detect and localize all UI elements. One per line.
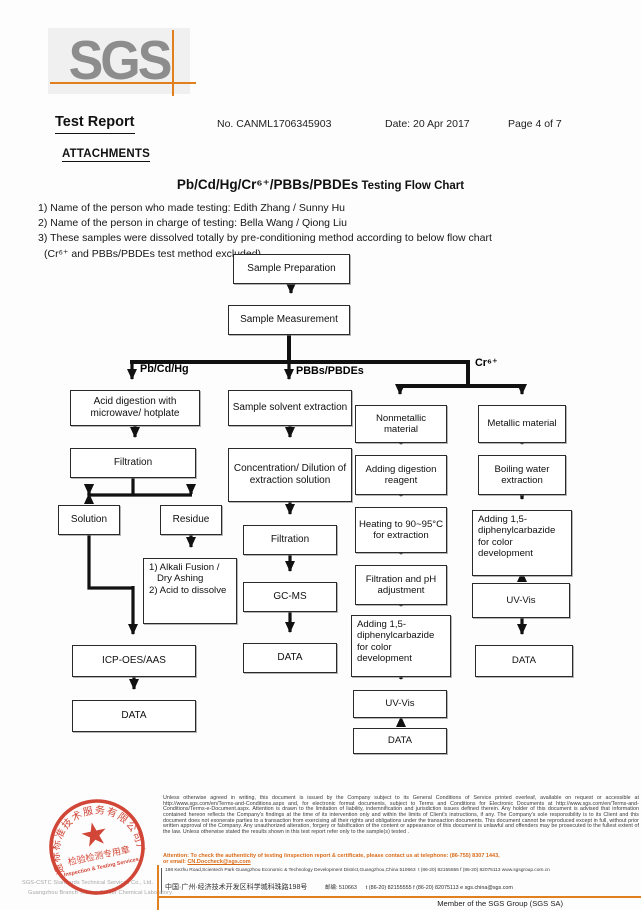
flow-node-concentration-dilution: Concentration/ Dilution of extraction so… — [228, 448, 352, 502]
address-en-text: 198 Kezhu Road,Scientech Park Guangzhou … — [165, 868, 416, 873]
flow-node-data-metallic: DATA — [475, 645, 573, 677]
stamp-ring — [49, 799, 145, 895]
attention-line-2: or email: CN.Doccheck@sgs.com — [163, 859, 639, 865]
address-chinese: 中国·广州·经济技术开发区科学城科珠路198号 邮编: 510663 t (86… — [165, 876, 639, 894]
footer-horizontal-rule — [157, 896, 641, 898]
address-cn-text: 中国·广州·经济技术开发区科学城科珠路198号 — [165, 883, 308, 891]
sgs-logo-text: SGS — [68, 30, 173, 92]
flow-node-sample-preparation: Sample Preparation — [233, 254, 350, 284]
footer-vertical-rule — [157, 865, 159, 910]
flow-node-filtration-2: Filtration — [243, 525, 337, 555]
flow-node-heating-extraction: Heating to 90~95°C for extraction — [355, 507, 447, 553]
footer-attention: Attention: To check the authenticity of … — [163, 853, 639, 865]
flow-node-carbazide-metallic: Adding 1,5-diphenylcarbazide for color d… — [472, 510, 572, 576]
flow-node-filtration-ph: Filtration and pH adjustment — [355, 565, 447, 605]
flow-node-solution: Solution — [58, 505, 120, 535]
flow-node-data-pbcdhg: DATA — [72, 700, 196, 732]
flow-node-metallic-material: Metallic material — [478, 405, 566, 443]
flow-node-residue: Residue — [160, 505, 222, 535]
alkali-step-2: 2) Acid to dissolve — [149, 584, 227, 596]
attention-email-prefix: or email: — [163, 859, 188, 865]
sgs-logo: SGS — [48, 28, 190, 94]
address-english: 198 Kezhu Road,Scientech Park Guangzhou … — [165, 868, 639, 873]
flow-node-data-nonmetallic: DATA — [353, 728, 447, 754]
attachments-heading: ATTACHMENTS — [62, 148, 151, 162]
flow-node-sample-measurement: Sample Measurement — [228, 305, 350, 335]
logo-crosshair-horizontal — [50, 82, 196, 84]
report-title: Test Report — [55, 114, 135, 134]
flow-node-boiling-water: Boiling water extraction — [478, 455, 566, 495]
flow-node-nonmetallic-material: Nonmetallic material — [355, 405, 447, 443]
attention-line-1: Attention: To check the authenticity of … — [163, 853, 500, 859]
member-line: Member of the SGS Group (SGS SA) — [437, 899, 563, 908]
inspection-stamp: 通标标准技术服务有限公司广州分公司 ★ 检验检测专用章 Inspection &… — [28, 777, 158, 908]
note-3-continued: (Cr⁶⁺ and PBBs/PBDEs test method exclude… — [44, 247, 264, 260]
report-date: Date: 20 Apr 2017 — [385, 118, 470, 130]
flow-node-digestion-reagent: Adding digestion reagent — [355, 455, 447, 495]
flow-node-uv-vis-metallic: UV-Vis — [472, 583, 570, 618]
notes-list: 1) Name of the person who made testing: … — [38, 201, 492, 262]
flow-node-solvent-extraction: Sample solvent extraction — [228, 390, 352, 426]
branch-label-pbbs-pbdes: PBBs/PBDEs — [296, 365, 364, 377]
flowchart-connectors — [84, 283, 527, 727]
note-2: 2) Name of the person in charge of testi… — [38, 217, 347, 230]
report-number: No. CANML1706345903 — [217, 118, 332, 130]
footer-address-block: 198 Kezhu Road,Scientech Park Guangzhou … — [161, 868, 639, 894]
flow-node-data-pbbs: DATA — [243, 643, 337, 673]
attention-email-link[interactable]: CN.Doccheck@sgs.com — [187, 859, 251, 865]
logo-crosshair-vertical — [172, 30, 174, 96]
note-3: 3) These samples were dissolved totally … — [38, 232, 492, 245]
address-en-contacts: t (86-20) 82155555 f (86-20) 82075113 ww… — [418, 868, 550, 873]
branch-label-pbcdhg: Pb/Cd/Hg — [140, 363, 189, 375]
company-name-line: SGS-CSTC Standards Technical Services Co… — [22, 880, 154, 886]
flow-node-gc-ms: GC-MS — [243, 582, 337, 612]
flow-node-acid-digestion: Acid digestion with microwave/ hotplate — [70, 390, 200, 426]
flow-node-filtration-1: Filtration — [70, 448, 196, 478]
flow-chart-title: Pb/Cd/Hg/Cr⁶⁺/PBBs/PBDEs Testing Flow Ch… — [0, 176, 641, 194]
flow-node-icp-oes-aas: ICP-OES/AAS — [72, 645, 196, 677]
footer-disclaimer: Unless otherwise agreed in writing, this… — [163, 795, 639, 835]
stamp-star-icon: ★ — [77, 814, 113, 855]
branch-label-cr6: Cr⁶⁺ — [475, 357, 498, 369]
note-1: 1) Name of the person who made testing: … — [38, 202, 346, 214]
flow-chart-title-main: Pb/Cd/Hg/Cr⁶⁺/PBBs/PBDEs — [176, 177, 359, 192]
flow-node-alkali-fusion: 1) Alkali Fusion / Dry Ashing 2) Acid to… — [143, 558, 237, 624]
address-cn-postcode: 邮编: 510663 — [325, 884, 357, 891]
flow-node-uv-vis-nonmetallic: UV-Vis — [353, 690, 447, 718]
flow-chart-title-suffix: Testing Flow Chart — [358, 180, 465, 192]
report-page-number: Page 4 of 7 — [508, 118, 562, 130]
alkali-step-1: 1) Alkali Fusion / Dry Ashing — [149, 562, 220, 585]
address-cn-contacts: t (86-20) 82155555 f (86-20) 82075113 e … — [365, 884, 513, 891]
flow-node-carbazide-nonmetallic: Adding 1,5-diphenylcarbazide for color d… — [351, 615, 451, 677]
